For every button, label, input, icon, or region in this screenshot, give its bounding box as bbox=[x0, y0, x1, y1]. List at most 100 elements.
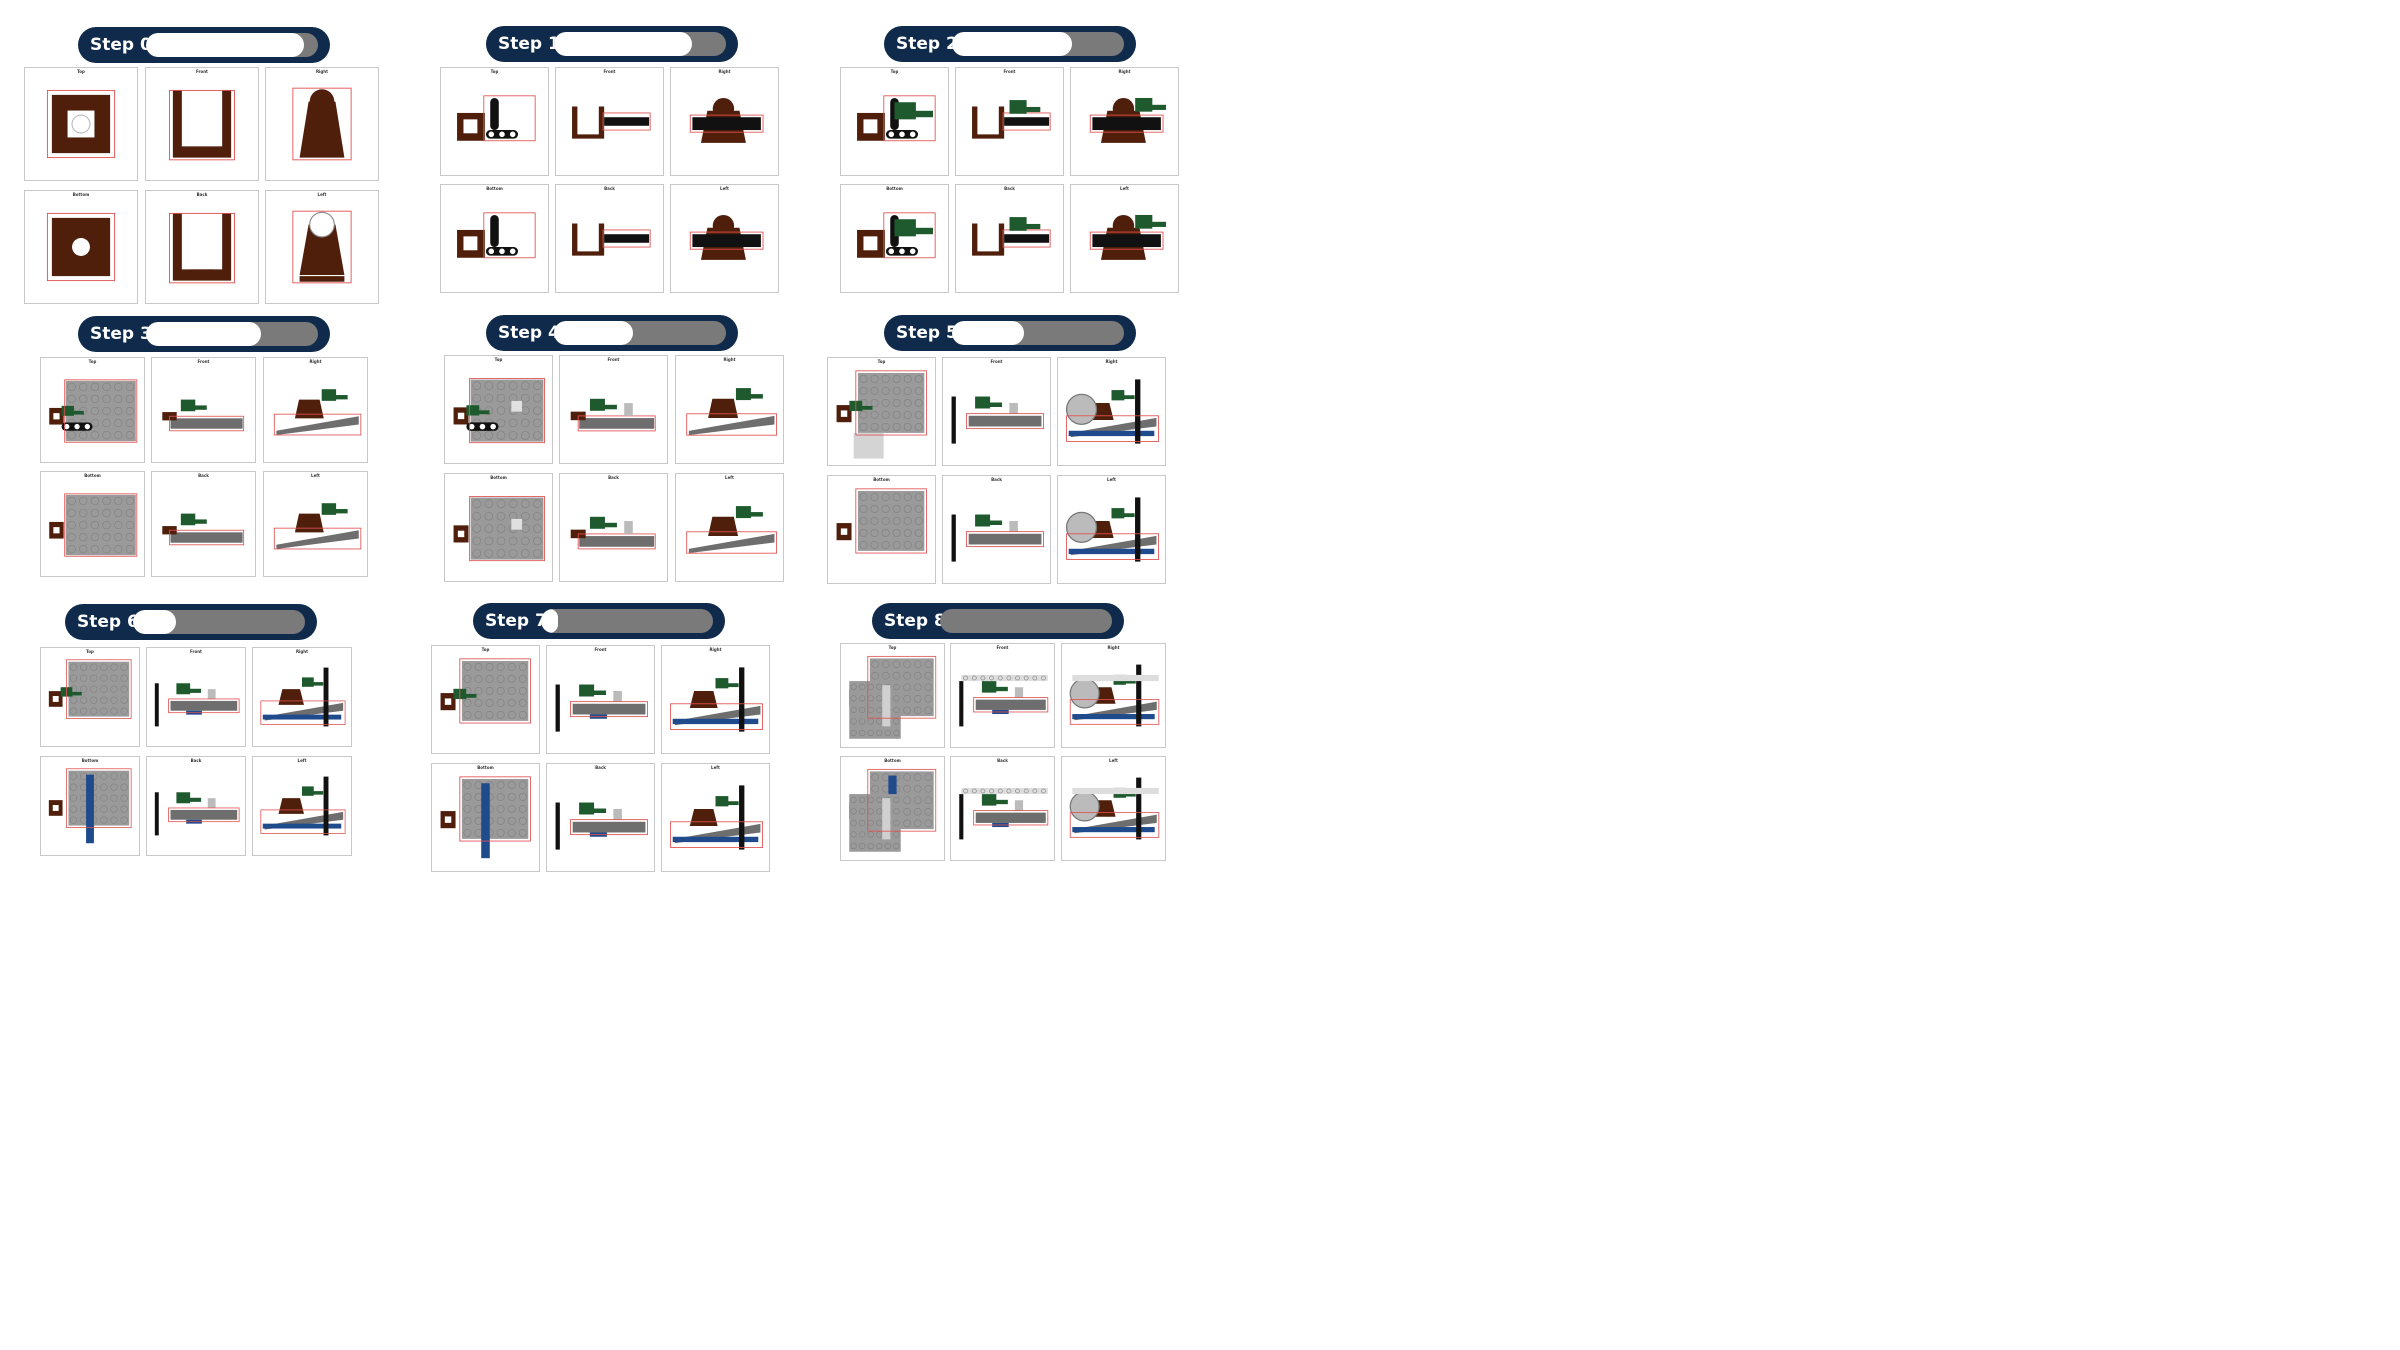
stud-outline bbox=[496, 524, 506, 533]
stud-outline bbox=[876, 695, 883, 702]
view-drawing bbox=[686, 388, 778, 436]
bounding-box-outline bbox=[168, 698, 240, 714]
link-hole bbox=[488, 131, 495, 138]
stud-outline bbox=[859, 516, 868, 525]
stud-outline bbox=[963, 675, 968, 681]
view-panel-right: Right bbox=[675, 355, 784, 464]
stud-outline bbox=[924, 671, 933, 680]
stud-outline bbox=[892, 671, 901, 680]
link-hole bbox=[499, 131, 505, 138]
stud-outline bbox=[508, 431, 518, 440]
black-post bbox=[1136, 777, 1142, 840]
stud-outline bbox=[520, 511, 530, 521]
stud-outline bbox=[102, 544, 111, 554]
stud-outline bbox=[850, 729, 857, 737]
stud-outline bbox=[100, 805, 108, 813]
stud-outline bbox=[881, 504, 890, 513]
view-drawing bbox=[440, 658, 531, 724]
view-panel-right: Right bbox=[265, 67, 379, 181]
stud-outline bbox=[125, 496, 135, 506]
view-panel-left: Left bbox=[675, 473, 784, 582]
stud-outline bbox=[850, 796, 857, 803]
stud-outline bbox=[67, 544, 76, 554]
view-drawing bbox=[689, 97, 764, 143]
stud-outline bbox=[893, 695, 900, 702]
view-label: Top bbox=[877, 359, 886, 364]
stud-outline bbox=[79, 508, 88, 518]
view-drawing bbox=[849, 768, 937, 852]
view-panel-left: Left bbox=[670, 184, 779, 293]
link-hole bbox=[509, 248, 516, 255]
brick-hole bbox=[444, 816, 452, 823]
green-arm bbox=[911, 110, 934, 118]
stud-outline bbox=[79, 532, 88, 542]
progress-bar bbox=[554, 32, 726, 56]
stud-outline bbox=[924, 694, 933, 703]
view-drawing bbox=[857, 95, 936, 142]
gray-plate-side bbox=[572, 703, 646, 715]
stud-outline bbox=[79, 674, 88, 682]
stud-outline bbox=[496, 686, 505, 695]
link-hole bbox=[490, 423, 496, 430]
black-post bbox=[1136, 664, 1142, 727]
view-label: Front bbox=[190, 649, 202, 654]
bounding-box-outline bbox=[577, 533, 656, 550]
bounding-box-outline bbox=[966, 531, 1045, 548]
stud-outline bbox=[90, 496, 100, 506]
stud-outline bbox=[876, 796, 883, 803]
vertical-link bbox=[490, 97, 499, 131]
view-drawing bbox=[1089, 97, 1167, 143]
stud-outline bbox=[533, 499, 542, 509]
black-post bbox=[1135, 497, 1141, 562]
view-label: Right bbox=[723, 357, 736, 362]
bounding-box-outline bbox=[855, 370, 927, 436]
blue-beam bbox=[1072, 827, 1155, 833]
stud-outline bbox=[102, 520, 111, 530]
view-panel-top: Top bbox=[840, 643, 945, 748]
stud-outline bbox=[870, 516, 879, 525]
stud-outline bbox=[850, 706, 857, 714]
stud-outline bbox=[102, 406, 111, 416]
step-header-pill: Step 6 bbox=[65, 604, 317, 640]
gray-rail bbox=[1072, 787, 1159, 795]
bounding-box-outline bbox=[169, 415, 245, 432]
stud-outline bbox=[533, 406, 542, 415]
arch-top bbox=[712, 97, 735, 120]
brick-hole bbox=[840, 528, 848, 535]
progress-bar-fill bbox=[146, 322, 262, 346]
view-drawing bbox=[46, 212, 116, 282]
stud-outline bbox=[496, 431, 506, 440]
stud-outline bbox=[496, 536, 506, 546]
view-drawing bbox=[440, 776, 531, 859]
stud-outline bbox=[125, 394, 135, 404]
stud-outline bbox=[533, 511, 542, 521]
gray-rail bbox=[961, 787, 1048, 795]
stud-outline bbox=[870, 386, 879, 395]
stud-outline bbox=[90, 663, 98, 671]
stud-outline bbox=[870, 528, 879, 537]
stud-outline bbox=[518, 663, 527, 671]
stud-outline bbox=[858, 706, 866, 714]
black-post bbox=[959, 794, 964, 840]
view-panel-front: Front bbox=[146, 647, 246, 747]
gray-gear bbox=[1069, 791, 1100, 822]
trapezoid-profile bbox=[299, 101, 345, 158]
progress-bar bbox=[146, 33, 318, 57]
link-hole bbox=[888, 131, 895, 138]
green-block bbox=[715, 678, 729, 689]
stud-outline bbox=[913, 819, 922, 828]
stud-outline bbox=[125, 544, 135, 554]
link-hole bbox=[488, 248, 495, 255]
stud-outline bbox=[79, 382, 88, 392]
stud-outline bbox=[100, 772, 108, 780]
stud-outline bbox=[100, 794, 108, 802]
view-label: Bottom bbox=[873, 477, 890, 482]
bounding-box-outline bbox=[867, 655, 937, 719]
stud-outline bbox=[485, 674, 494, 683]
green-block bbox=[176, 792, 191, 804]
green-arm bbox=[591, 808, 607, 814]
stud-outline bbox=[913, 773, 922, 782]
green-arm bbox=[70, 691, 82, 696]
stud-outline bbox=[484, 499, 494, 509]
bounding-box-outline bbox=[883, 212, 936, 259]
